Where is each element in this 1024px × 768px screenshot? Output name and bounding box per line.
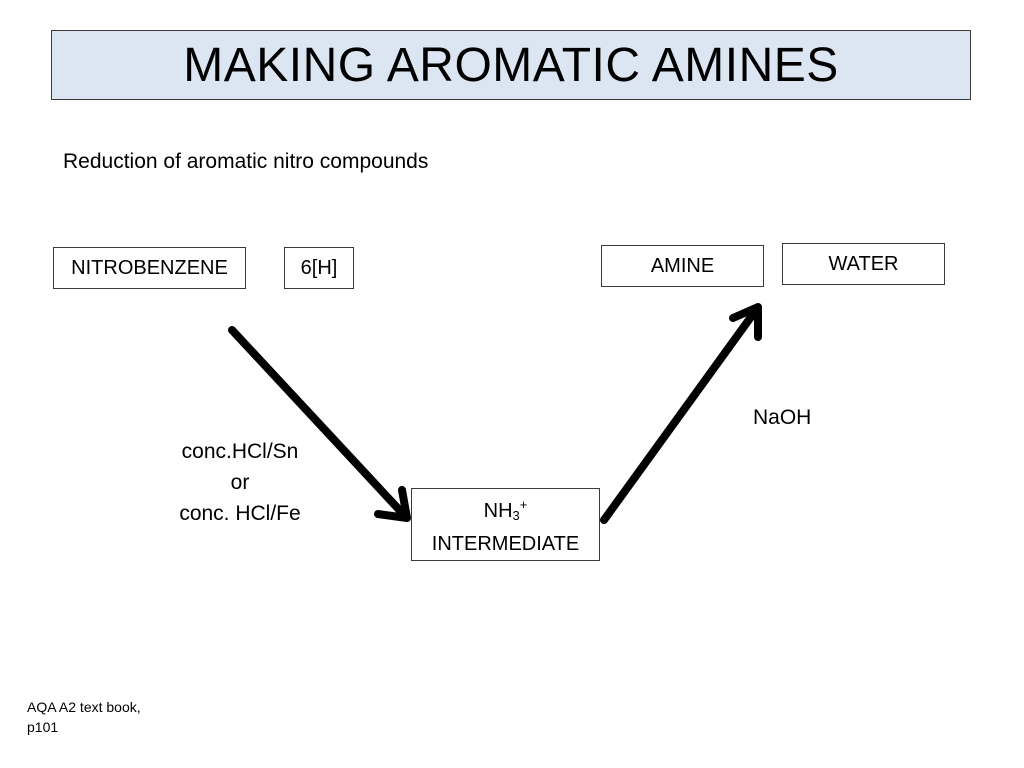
intermediate-label: INTERMEDIATE [431,533,580,555]
slide-subtitle: Reduction of aromatic nitro compounds [63,150,429,173]
amine-box: AMINE [601,245,764,287]
formula-superscript: + [519,497,528,512]
hydrogen-box: 6[H] [284,247,354,289]
title-banner: MAKING AROMATIC AMINES [51,30,971,100]
intermediate-box: NH3+ INTERMEDIATE [411,488,600,561]
nitrobenzene-label: NITROBENZENE [71,256,228,279]
reagent-line-3: conc. HCl/Fe [179,502,301,525]
hydrogen-label: 6[H] [300,256,338,279]
reagent-line-2: or [230,471,250,494]
reference-note: AQA A2 text book, p101 [27,697,141,737]
formula-subscript: 3 [512,508,520,523]
reference-line-1: AQA A2 text book, [27,699,141,715]
water-box: WATER [782,243,945,285]
water-label: WATER [828,252,899,275]
naoh-reagent: NaOH [753,406,812,429]
reduction-reagents: conc.HCl/Sn or conc. HCl/Fe [160,436,320,529]
reference-line-2: p101 [27,719,59,735]
reagent-line-1: conc.HCl/Sn [181,440,299,463]
slide-title: MAKING AROMATIC AMINES [183,38,839,92]
intermediate-formula: NH3+ [484,491,528,530]
reduction-arrow [228,326,411,522]
nitrobenzene-box: NITROBENZENE [53,247,246,289]
basification-arrow [600,303,762,524]
amine-label: AMINE [650,254,715,277]
formula-main: NH [483,500,513,522]
